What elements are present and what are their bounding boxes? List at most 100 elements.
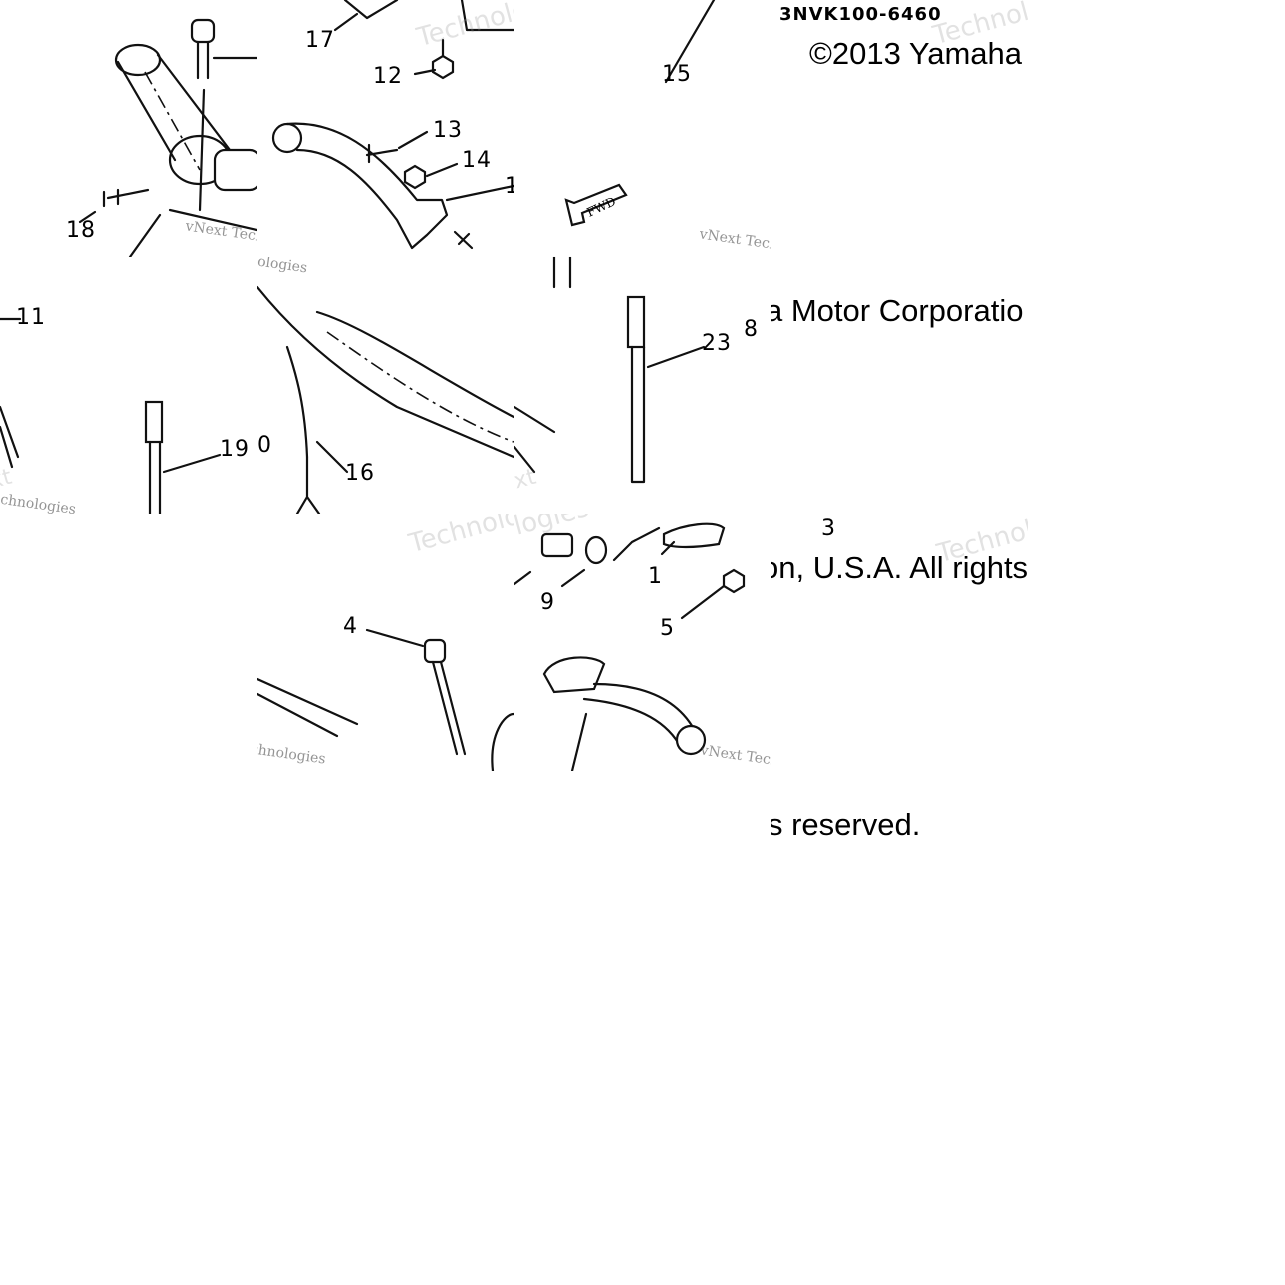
callout-8: 8 (744, 317, 759, 342)
leader-18 (78, 210, 97, 224)
callout-17: 17 (305, 28, 335, 53)
wire-16-split (295, 455, 321, 514)
callout-13: 13 (433, 118, 463, 143)
diagram-tile-fwd: 15 FWD vNext Technologies (514, 0, 771, 257)
tie-head-23 (626, 295, 646, 349)
leader-15 (664, 0, 716, 84)
bolt-4-drawing (257, 628, 514, 771)
leader-9 (560, 568, 586, 588)
leader-10 (445, 184, 514, 202)
screw-shank-17 (196, 40, 210, 80)
copyright-line-4: s reserved. (771, 807, 921, 842)
bolt-4-shank (431, 660, 467, 756)
handlebar-drawing (257, 285, 514, 514)
handlebar-top (315, 310, 514, 419)
part-17-outline (343, 0, 399, 20)
diagram-tile-throttle-grip: 18 vNext Technologies (0, 0, 257, 257)
part-1 (662, 522, 726, 549)
callout-0: 0 (257, 433, 272, 458)
pivot-drawing (514, 522, 746, 771)
leader-5 (680, 584, 726, 620)
leader-13 (397, 130, 429, 150)
copyright-line-2: a Motor Corporatio (771, 293, 1024, 328)
handlebar-outer (257, 285, 514, 459)
callout-15: 15 (662, 62, 692, 87)
diagram-tile-code: 3NVK100-6460 ©2013 Yamaha Technologies (771, 0, 1028, 257)
handlebar-left (257, 677, 359, 738)
leader-2 (514, 570, 532, 586)
callout-11: 11 (16, 305, 46, 330)
callout-23: 23 (702, 331, 732, 356)
lever-2-ball (675, 724, 707, 756)
leader-17 (333, 12, 359, 32)
diagram-tile-pivot: 2 9 1 5 vNext Technologies Technologies (514, 514, 771, 771)
lever-body (285, 122, 449, 250)
diagram-tile-copyright-3: 3 on, U.S.A. All rights Technologies (771, 514, 1028, 771)
leader-19 (162, 453, 222, 474)
small-screw (453, 230, 474, 250)
nut-14 (403, 164, 427, 190)
diagram-tile-lever: 17 12 13 14 10 Technologies (257, 0, 514, 257)
leader-4 (365, 628, 425, 648)
nut-5 (722, 568, 746, 594)
part-code: 3NVK100-6460 (779, 4, 942, 25)
leader-link (612, 526, 661, 562)
cable-tie-19-drawing (0, 317, 222, 514)
diagram-tile-copyright-2: a Motor Corporatio (771, 257, 1028, 514)
screw-head-17 (190, 18, 216, 44)
part-2 (540, 532, 574, 558)
tie-strap-19 (148, 440, 162, 514)
callout-14: 14 (462, 148, 492, 173)
partial-part (0, 405, 20, 469)
grip-end-ellipse (114, 43, 162, 77)
lever-drawing (271, 0, 514, 250)
bolt-13 (365, 143, 399, 164)
diagram-tile-cable-tie-23: 23 8 xt (514, 257, 771, 514)
callout-12: 12 (373, 64, 403, 89)
tie-head-19 (144, 400, 164, 444)
callout-19: 19 (220, 437, 250, 462)
callout-3: 3 (821, 516, 836, 541)
connector-pins-lower (552, 257, 572, 289)
copyright-line-1: ©2013 Yamaha (809, 36, 1023, 71)
throttle-housing (213, 148, 257, 192)
callout-9: 9 (540, 590, 555, 615)
bracket-lines (460, 0, 514, 32)
callout-1: 1 (648, 564, 663, 589)
cable-tie-23-drawing (514, 257, 706, 484)
grip-centerline (144, 71, 201, 171)
callout-16: 16 (345, 461, 375, 486)
fwd-drawing (553, 0, 716, 257)
callout-4: 4 (343, 614, 358, 639)
tie-strap-23 (630, 345, 646, 484)
bolt-4-head (423, 638, 447, 664)
lever-2-head (542, 656, 606, 694)
leader-12 (413, 38, 445, 76)
nut-12 (431, 54, 455, 80)
leader-1 (660, 540, 676, 556)
handlebar-centerline (326, 331, 514, 443)
leader-14 (425, 162, 459, 178)
diagram-tile-cable-tie-19: 11 19 xt chnologies (0, 257, 257, 514)
grip-body-lines (116, 53, 232, 162)
lever-2-body (582, 682, 696, 746)
perch-curve (491, 712, 514, 771)
diagram-tile-handlebar: 16 0 ologies (257, 257, 514, 514)
callout-18: 18 (66, 218, 96, 243)
handlebar-end (514, 405, 556, 474)
copyright-line-3: on, U.S.A. All rights (771, 550, 1028, 585)
leader-23 (646, 345, 706, 369)
housing-lines (128, 208, 257, 257)
diagram-tile-bolt-4: 4 Technologies vNext Technologies (257, 514, 514, 771)
screw-18 (102, 188, 150, 208)
diagram-tile-blank-1 (0, 514, 257, 771)
throttle-grip-drawing (78, 18, 257, 257)
callout-5: 5 (660, 616, 675, 641)
wire-16 (285, 345, 309, 459)
lever-ball-end (271, 122, 303, 154)
lever-2-lower (570, 712, 588, 771)
leader-vertical (198, 88, 206, 212)
leader-16 (315, 440, 349, 474)
callout-10: 10 (505, 174, 514, 199)
fwd-arrow-shape (564, 183, 628, 227)
